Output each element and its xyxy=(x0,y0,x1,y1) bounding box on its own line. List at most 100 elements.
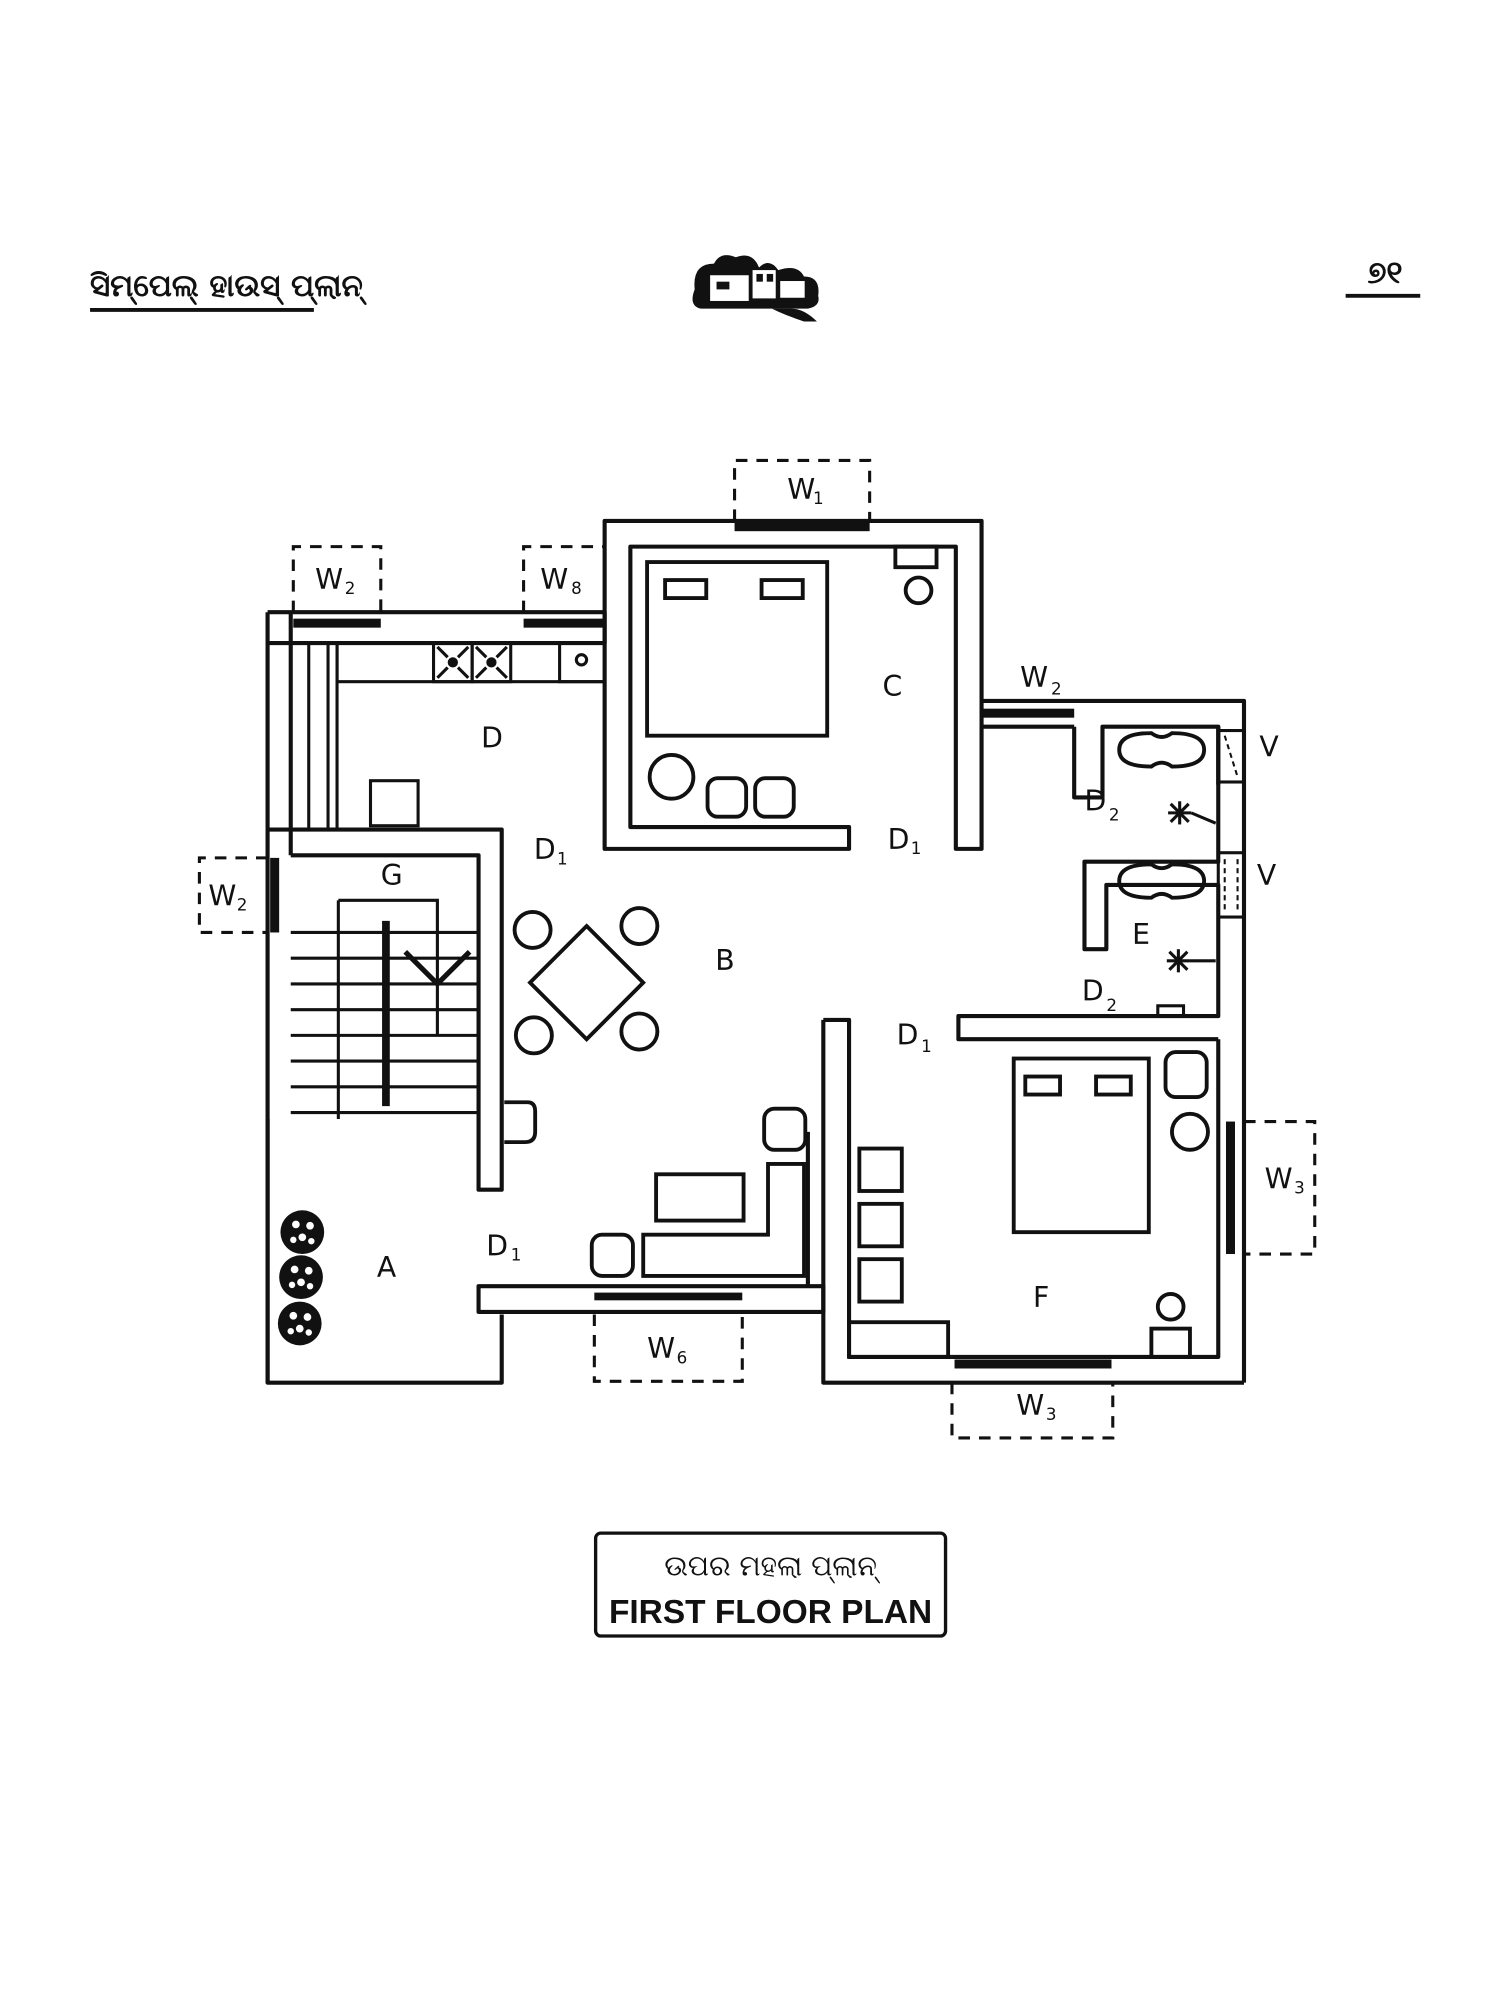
bed xyxy=(1011,1056,1151,1235)
armchair xyxy=(762,1106,808,1152)
svg-text:2: 2 xyxy=(1109,805,1120,825)
page-number: ୭୧ xyxy=(1367,255,1402,291)
dining-chair xyxy=(619,1011,660,1052)
wardrobe-module xyxy=(857,1201,904,1249)
wardrobe-module xyxy=(857,1146,904,1193)
outer-walls xyxy=(265,518,1247,1385)
svg-text:D: D xyxy=(897,1018,919,1051)
door-label-d1: D 1 xyxy=(888,823,922,858)
svg-text:3: 3 xyxy=(1294,1178,1305,1198)
side-cabinet xyxy=(893,544,939,570)
bedroom-f-furniture xyxy=(847,1050,1210,1359)
window-w8-kitchen: W 8 xyxy=(522,545,605,628)
ventilator xyxy=(1216,851,1246,919)
bathroom-fixtures xyxy=(1117,729,1246,1018)
room-label-f: F xyxy=(1033,1281,1049,1314)
stove-burner-icon xyxy=(470,641,513,684)
window-w1-top: W 1 xyxy=(733,458,872,532)
stool xyxy=(1155,1291,1186,1322)
window-w2-stair: W 2 xyxy=(197,856,280,935)
svg-text:W: W xyxy=(315,563,343,596)
ventilator xyxy=(1216,729,1246,784)
side-table xyxy=(1170,1111,1210,1152)
svg-text:2: 2 xyxy=(237,895,248,915)
dresser xyxy=(847,1320,951,1359)
room-label-d: D xyxy=(481,721,503,754)
svg-text:6: 6 xyxy=(677,1347,688,1367)
ventilator-label-v: V xyxy=(1259,730,1279,763)
pillow xyxy=(1023,1074,1062,1097)
svg-text:D: D xyxy=(486,1229,508,1262)
house-logo-icon xyxy=(692,255,819,322)
svg-text:D: D xyxy=(534,833,556,866)
kitchen-counter xyxy=(289,641,607,830)
living-furniture xyxy=(589,1106,808,1278)
balcony-planters xyxy=(277,1210,325,1346)
ventilator-label-v: V xyxy=(1257,859,1277,892)
window-w6-living: W 6 xyxy=(592,1292,744,1383)
door-label-d1: D 1 xyxy=(534,833,568,868)
plan-caption-box: ଉପର ମହଲା ପ୍ଲାନ୍ FIRST FLOOR PLAN xyxy=(593,1531,948,1638)
room-label-a: A xyxy=(377,1251,397,1284)
shower-icon xyxy=(1166,949,1216,973)
svg-text:3: 3 xyxy=(1046,1404,1057,1424)
svg-text:8: 8 xyxy=(571,578,582,598)
svg-text:1: 1 xyxy=(911,838,922,858)
bath-shelf xyxy=(1156,1004,1186,1018)
shower-icon xyxy=(1168,801,1217,825)
svg-text:W: W xyxy=(540,563,568,596)
round-table xyxy=(647,753,696,801)
bedroom-c-furniture xyxy=(645,544,939,819)
armchair xyxy=(1163,1050,1209,1100)
svg-text:2: 2 xyxy=(1051,679,1062,699)
armchair xyxy=(589,1232,635,1278)
room-label-c: C xyxy=(883,670,903,703)
wardrobe-module xyxy=(857,1257,904,1304)
window-w3-bedroom-f-south: W 3 xyxy=(950,1359,1115,1440)
chair xyxy=(753,776,796,819)
caption-english: FIRST FLOOR PLAN xyxy=(609,1594,932,1631)
svg-text:D: D xyxy=(1084,784,1106,817)
header-title: ସିମ୍ପେଲ୍ ହାଉସ୍ ପ୍ଲାନ୍ xyxy=(90,268,367,306)
window-w2-kitchen: W 2 xyxy=(291,545,383,628)
door-label-d2: D 2 xyxy=(1082,975,1117,1015)
door-label-d2: D 2 xyxy=(1084,784,1119,824)
stool xyxy=(903,575,934,606)
dining-set xyxy=(512,906,660,1056)
chair xyxy=(705,776,749,819)
svg-text:W: W xyxy=(787,473,815,506)
window-w3-bedroom-f-east: W 3 xyxy=(1225,1120,1317,1256)
dining-chair xyxy=(512,909,553,950)
study-desk xyxy=(1149,1326,1192,1359)
dining-table xyxy=(527,923,646,1042)
dining-chair xyxy=(513,1015,554,1056)
washbasin-icon xyxy=(1117,731,1207,769)
stair-direction-arrow-icon xyxy=(403,949,472,988)
pillow xyxy=(663,578,709,600)
coffee-table xyxy=(654,1172,746,1223)
svg-text:W: W xyxy=(208,879,236,912)
svg-text:1: 1 xyxy=(921,1036,932,1056)
room-label-g: G xyxy=(381,859,403,892)
stove-burner-icon xyxy=(431,641,474,684)
svg-text:1: 1 xyxy=(511,1244,522,1264)
plant-pot-icon xyxy=(279,1255,323,1300)
caption-odia: ଉପର ମହଲା ପ୍ଲାନ୍ xyxy=(664,1550,881,1584)
plant-pot-icon xyxy=(280,1210,325,1255)
svg-text:2: 2 xyxy=(1106,995,1117,1015)
room-label-b: B xyxy=(715,944,734,977)
svg-text:D: D xyxy=(1082,975,1104,1008)
svg-text:2: 2 xyxy=(345,578,356,598)
svg-text:W: W xyxy=(1265,1162,1293,1195)
svg-text:1: 1 xyxy=(813,488,824,508)
door-label-d1: D 1 xyxy=(897,1018,932,1056)
svg-text:1: 1 xyxy=(557,848,568,868)
pillow xyxy=(759,578,805,600)
plant-pot-icon xyxy=(277,1301,322,1346)
window-w2-corridor: W 2 xyxy=(981,661,1075,718)
bed xyxy=(645,560,830,738)
wall-fixture xyxy=(504,1100,538,1145)
door-label-d1: D 1 xyxy=(486,1229,521,1264)
